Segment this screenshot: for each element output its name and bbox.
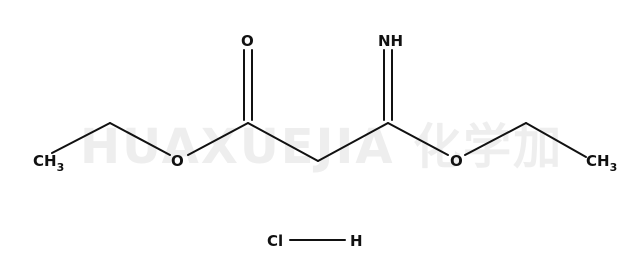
- bond-ch2-o-ester: [109, 122, 171, 156]
- watermark: HUAXUEJIA 化学加: [80, 119, 563, 175]
- atom-right-ch3: CH3: [586, 152, 617, 174]
- atom-h: H: [350, 232, 363, 250]
- bond-ch3-ch2-left: [51, 122, 111, 154]
- bond-o-carbonyl-c: [187, 122, 249, 156]
- bond-o-ch2-right: [464, 122, 527, 156]
- atom-ester-o: O: [171, 152, 184, 170]
- bond-ch2-ch3-right: [525, 122, 587, 158]
- atom-cl: Cl: [267, 232, 283, 250]
- atom-left-ch3: CH3: [33, 152, 64, 174]
- atom-ether-o: O: [450, 152, 463, 170]
- bond-ch2-imidate-c: [317, 122, 389, 162]
- bond-carbonyl-ch2: [247, 122, 319, 162]
- bond-c-o-ether: [387, 122, 449, 156]
- atom-imine-nh: NH: [378, 32, 403, 50]
- atom-carbonyl-o: O: [241, 32, 254, 50]
